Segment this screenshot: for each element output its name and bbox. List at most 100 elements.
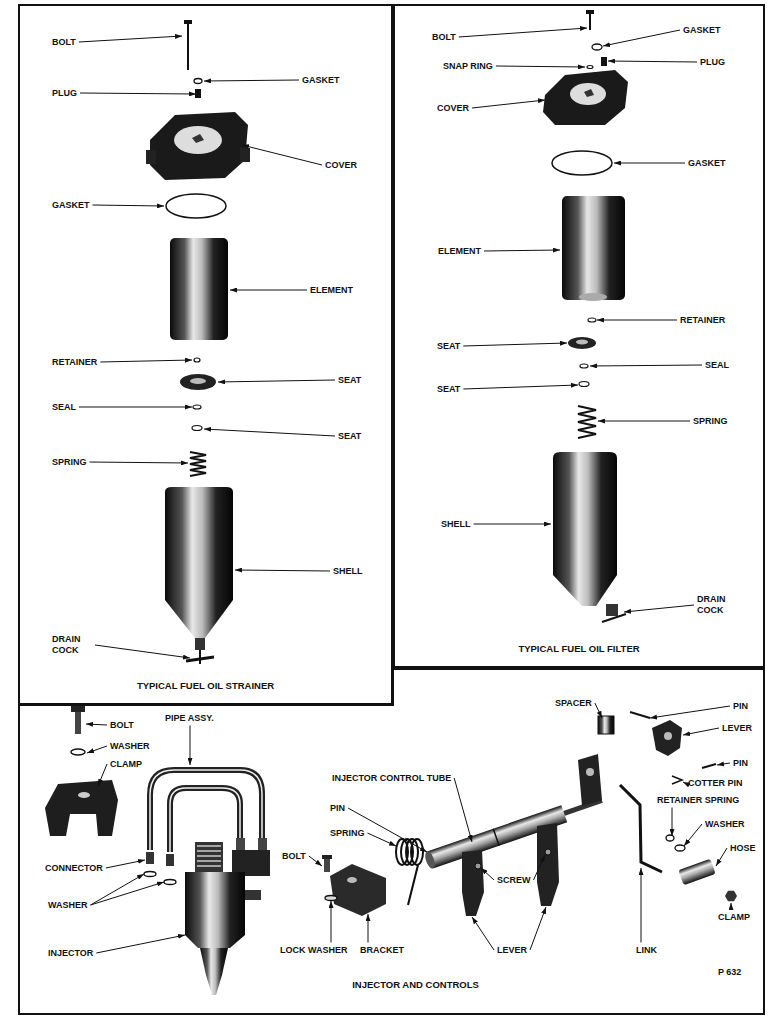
hose [678, 859, 715, 886]
filter-bolt [589, 14, 591, 30]
strainer-spring [190, 452, 206, 476]
strainer-shell [165, 487, 233, 638]
leader-line [93, 205, 164, 206]
part-label: PIPE ASSY. [165, 713, 214, 724]
leader-line [80, 93, 196, 94]
filter-cover [584, 89, 594, 97]
panel-caption: TYPICAL FUEL OIL STRAINER [137, 680, 274, 692]
leader-line [91, 882, 164, 905]
leader-line [242, 145, 322, 165]
leader-line [368, 833, 396, 846]
leader-line [590, 365, 702, 366]
lever-pin [630, 712, 650, 718]
injector-body [200, 948, 228, 995]
pipe-assembly [150, 770, 262, 850]
part-label: ELEMENT [310, 285, 353, 296]
lock-washer [325, 896, 337, 901]
leader-line [190, 726, 191, 766]
filter-element [562, 196, 625, 301]
leader-line [684, 824, 702, 846]
strainer-drain-cock [199, 650, 201, 664]
clamp-washer [71, 749, 85, 755]
leader-line [204, 429, 335, 436]
part-label: PIN [330, 803, 345, 814]
strainer-seal [193, 405, 201, 409]
filter-cover [543, 70, 628, 125]
part-label: BOLT [110, 720, 134, 731]
hose-clamp [725, 891, 737, 901]
leader-line [597, 320, 677, 321]
control-levers [462, 850, 484, 916]
leader-line [309, 856, 322, 866]
filter-plug [601, 57, 607, 66]
bracket-bolt [322, 855, 332, 872]
part-label: HOSE [730, 843, 756, 854]
injector-body [185, 838, 270, 995]
part-label: DRAIN COCK [697, 594, 737, 616]
filter-shell [553, 452, 617, 606]
leader-line [463, 385, 578, 389]
connector-washers [164, 880, 176, 885]
filter-spring [578, 406, 596, 438]
strainer-bolt [184, 20, 192, 70]
part-label: GASKET [302, 75, 340, 86]
spacer [598, 716, 614, 734]
governor-lever [664, 732, 672, 740]
leader-line [95, 645, 190, 658]
part-label: SHELL [441, 519, 471, 530]
leader-line [459, 28, 587, 37]
part-label: BOLT [52, 37, 76, 48]
lock-washer [325, 896, 337, 901]
leader-line [79, 407, 192, 408]
injector-body [236, 838, 245, 850]
filter-seat [568, 337, 596, 349]
leader-line [235, 570, 330, 571]
filter-retainer [588, 318, 596, 322]
link-washer [675, 845, 685, 851]
leader-line [650, 706, 730, 718]
clamp-bolt [71, 706, 85, 712]
connectors [166, 854, 174, 866]
strainer-drain-cock [186, 638, 214, 664]
injector-control-tube [423, 850, 436, 870]
part-label: SNAP RING [443, 61, 493, 72]
cotter-pin [672, 776, 682, 784]
part-label: SEAT [437, 384, 460, 395]
bracket [330, 864, 386, 916]
filter-snap-ring [587, 66, 593, 69]
filter-seat-small [579, 382, 589, 387]
filter-cover [543, 70, 628, 125]
part-label: SCREW [497, 875, 531, 886]
leader-line [79, 36, 182, 42]
strainer-seat [180, 374, 216, 390]
injector-clamp [45, 780, 118, 836]
part-label: SPACER [555, 698, 592, 709]
leader-line [87, 746, 107, 753]
bracket [347, 877, 357, 883]
clamp-washer [71, 749, 85, 755]
part-label: CONNECTOR [45, 863, 103, 874]
injector-control-tube [423, 792, 605, 870]
panel-caption: INJECTOR AND CONTROLS [352, 979, 479, 991]
connector-washers [144, 872, 176, 885]
leader-line [106, 860, 145, 868]
strainer-seal [193, 405, 201, 409]
filter-drain-cock [602, 614, 626, 622]
retainer-spring [666, 835, 674, 841]
injector-body [195, 842, 223, 872]
governor-lever [652, 720, 682, 756]
part-label: SEAT [338, 431, 361, 442]
strainer-cover [146, 150, 156, 164]
injector-body [197, 845, 221, 847]
part-label: SHELL [333, 566, 363, 577]
leader-line [91, 874, 144, 905]
strainer-cover [150, 112, 248, 180]
strainer-bolt [187, 24, 189, 70]
part-label: WASHER [110, 741, 150, 752]
filter-seat [576, 340, 588, 345]
strainer-cover [146, 112, 250, 180]
leader-line [608, 61, 697, 62]
governor-lever [652, 720, 682, 756]
part-label: PIN [733, 758, 748, 769]
